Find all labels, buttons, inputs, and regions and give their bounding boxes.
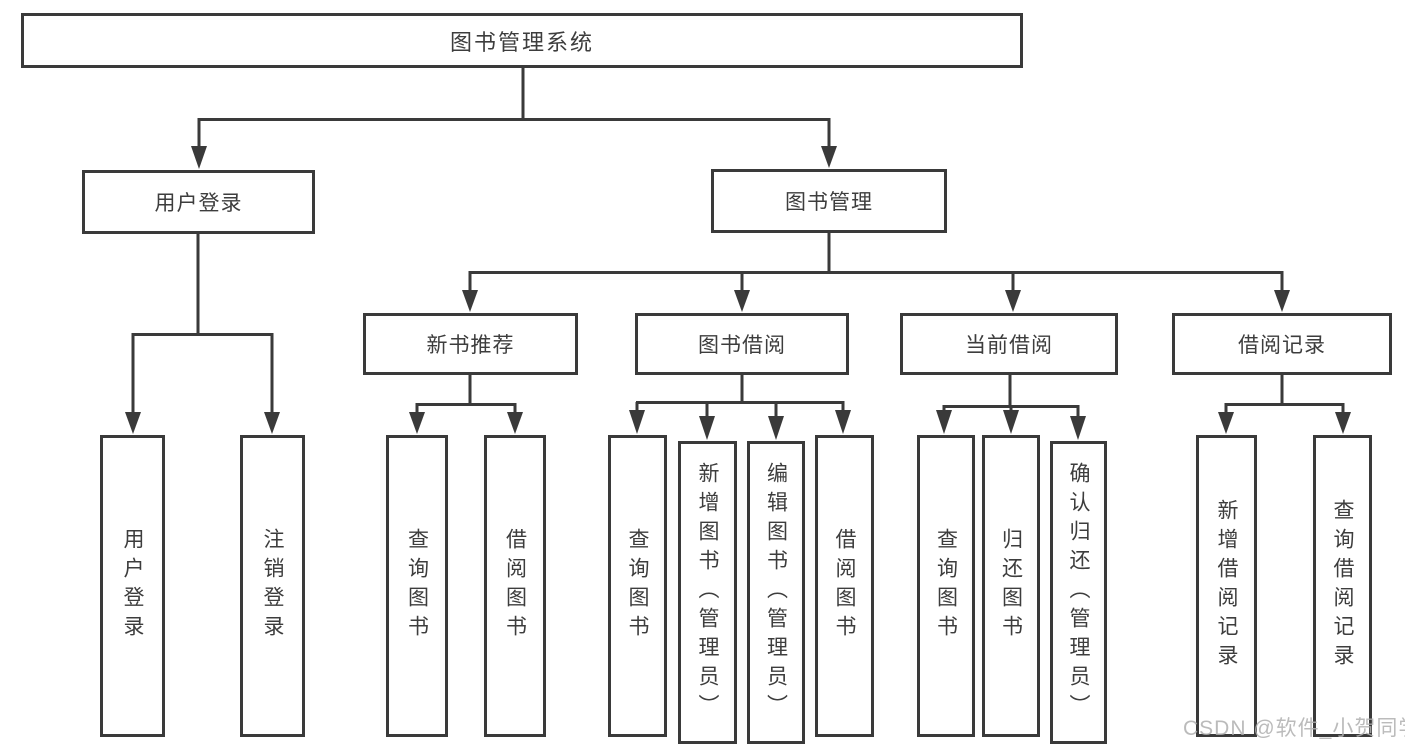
leaf-newbook-borrow-books: 借阅图书 — [484, 435, 546, 737]
node-new-book-recommend: 新书推荐 — [363, 313, 578, 375]
leaf-user-login-label: 用户登录 — [121, 528, 144, 644]
node-user-login: 用户登录 — [82, 170, 315, 234]
node-root-label: 图书管理系统 — [449, 29, 594, 55]
leaf-logout: 注销登录 — [240, 435, 305, 737]
leaf-query-borrow-record-label: 查询借阅记录 — [1331, 499, 1354, 673]
node-current-borrow: 当前借阅 — [900, 313, 1118, 375]
leaf-user-login: 用户登录 — [100, 435, 165, 737]
node-user-login-label: 用户登录 — [154, 192, 243, 215]
leaf-borrow-books-label: 借阅图书 — [833, 528, 856, 644]
node-book-borrow-label: 图书借阅 — [698, 334, 786, 357]
leaf-current-query-books: 查询图书 — [917, 435, 975, 737]
leaf-add-borrow-record-label: 新增借阅记录 — [1215, 499, 1238, 673]
leaf-return-books: 归还图书 — [982, 435, 1040, 737]
leaf-confirm-return-admin-label: 确认归还（管理员） — [1067, 462, 1090, 723]
node-new-book-recommend-label: 新书推荐 — [426, 334, 515, 357]
leaf-newbook-borrow-books-label: 借阅图书 — [503, 528, 527, 644]
node-book-borrow: 图书借阅 — [635, 313, 849, 375]
node-root: 图书管理系统 — [21, 13, 1023, 68]
leaf-add-books-admin: 新增图书（管理员） — [678, 441, 737, 744]
leaf-borrow-books: 借阅图书 — [815, 435, 874, 737]
node-borrow-record-label: 借阅记录 — [1238, 334, 1326, 357]
node-book-management-label: 图书管理 — [785, 191, 873, 214]
leaf-edit-books-admin: 编辑图书（管理员） — [747, 441, 805, 744]
leaf-newbook-query-books: 查询图书 — [386, 435, 448, 737]
leaf-borrow-query-books: 查询图书 — [608, 435, 667, 737]
leaf-logout-label: 注销登录 — [261, 528, 284, 644]
leaf-confirm-return-admin: 确认归还（管理员） — [1050, 441, 1107, 744]
csdn-watermark: CSDN @软件_小贺同学 — [1183, 717, 1405, 740]
node-book-management: 图书管理 — [711, 169, 947, 233]
leaf-add-borrow-record: 新增借阅记录 — [1196, 435, 1257, 737]
leaf-current-query-books-label: 查询图书 — [934, 528, 958, 644]
node-borrow-record: 借阅记录 — [1172, 313, 1392, 375]
leaf-edit-books-admin-label: 编辑图书（管理员） — [764, 462, 788, 723]
leaf-return-books-label: 归还图书 — [999, 528, 1023, 644]
leaf-newbook-query-books-label: 查询图书 — [405, 528, 429, 644]
leaf-add-books-admin-label: 新增图书（管理员） — [696, 462, 719, 723]
leaf-borrow-query-books-label: 查询图书 — [626, 528, 649, 644]
leaf-query-borrow-record: 查询借阅记录 — [1313, 435, 1372, 737]
node-current-borrow-label: 当前借阅 — [965, 334, 1053, 357]
